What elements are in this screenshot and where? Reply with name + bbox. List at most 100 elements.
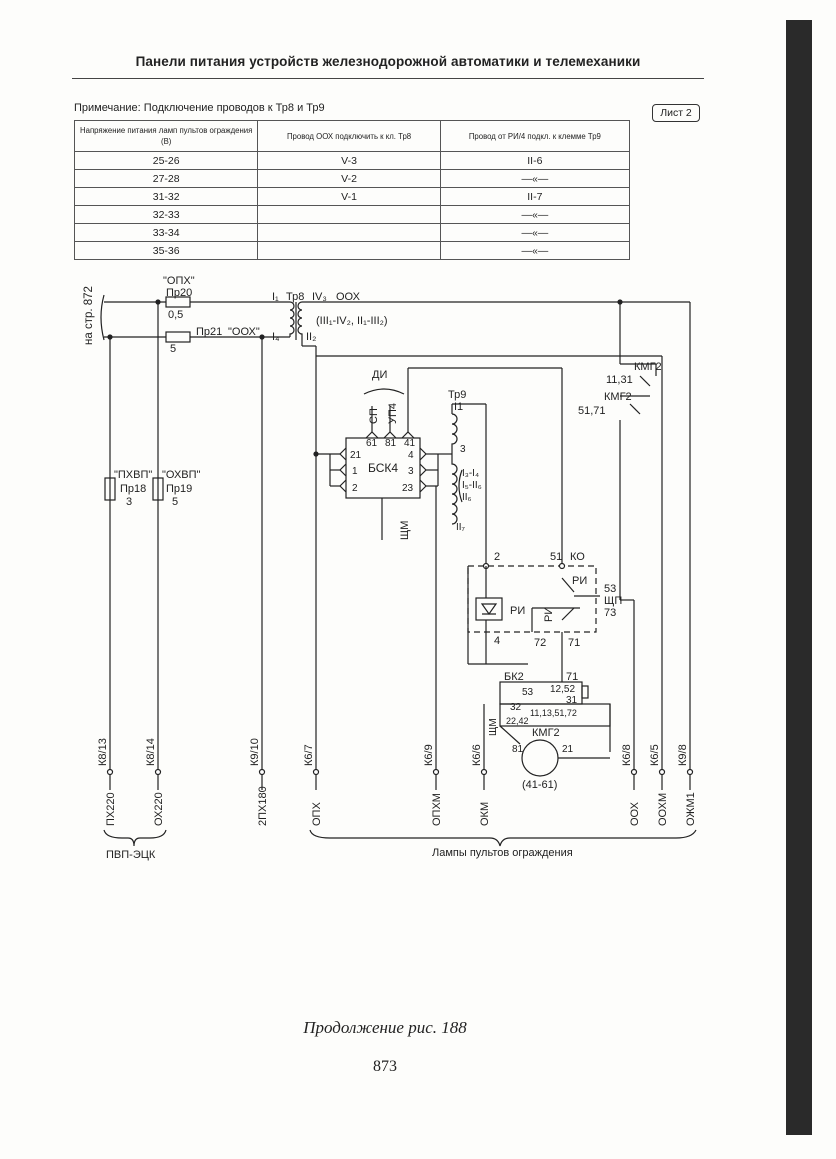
table-cell — [257, 241, 441, 260]
bsk4-label: БСК4 — [368, 461, 398, 475]
table-note: Примечание: Подключение проводов к Тр8 и… — [74, 102, 325, 114]
bsk4-terminal: 4 — [408, 450, 414, 461]
ri-label: РИ — [510, 605, 525, 617]
fuse-pr18-label: Пр18 — [120, 483, 146, 495]
shm-label-2: ЩМ — [488, 718, 499, 736]
bk2-31: 31 — [566, 695, 578, 706]
junction — [259, 334, 265, 340]
junction — [313, 451, 319, 457]
kmg2-contact-2: 51,71 — [578, 405, 606, 417]
table-cell: II-6 — [439, 151, 631, 170]
tr9-label: Тр9 — [448, 389, 466, 401]
clamp-label: К6/9 — [423, 744, 435, 766]
tr8-ii2: II₂ — [306, 331, 316, 343]
tr9-tap: I₅-II₆ — [462, 480, 482, 491]
tr8-i4: I₄ — [272, 331, 280, 343]
table-cell: —«— — [439, 241, 631, 260]
terminal-marker — [339, 447, 347, 493]
source-ref-label: на стр. 872 — [83, 286, 95, 345]
tr9-coil — [451, 413, 458, 525]
fuse-oxvp-label: "ОХВП" — [162, 469, 201, 481]
header-rule — [72, 78, 704, 79]
bsk4-terminal: 23 — [402, 483, 414, 494]
bk2-multi: 11,13,51,72 — [530, 708, 577, 718]
bsk4-terminal: 1 — [352, 466, 358, 477]
tr9-tap-3: 3 — [460, 444, 466, 455]
tr8-secondary-coil — [297, 301, 303, 346]
bsk4-terminal: 41 — [404, 438, 416, 449]
bk2-32: 32 — [510, 702, 522, 713]
clamp-label: К8/13 — [97, 738, 109, 766]
fuse-pr21-rating: 5 — [170, 343, 176, 355]
bsk4-terminal: 2 — [352, 483, 358, 494]
tr9-ii7: II₇ — [456, 522, 466, 533]
bsk4-terminal: 3 — [408, 466, 414, 477]
junction — [617, 299, 623, 305]
fuse-pr19-label: Пр19 — [166, 483, 192, 495]
bk2-1252: 12,52 — [550, 684, 575, 695]
output-label: 2ПХ180 — [257, 786, 269, 826]
bsk4-terminal: 21 — [350, 450, 362, 461]
output-label: ООХ — [629, 801, 641, 826]
output-label: ПХ220 — [105, 792, 117, 826]
ko-label: КО — [570, 551, 585, 563]
shp-label: ЩП — [604, 595, 622, 607]
connection-table: Напряжение питания ламп пультов огражден… — [73, 120, 631, 260]
output-label: ОХ220 — [153, 792, 165, 826]
group-brace-left — [103, 829, 167, 847]
clamp-label: К8/14 — [145, 738, 157, 766]
ri-73: 73 — [604, 607, 616, 619]
tr9-tap: I₃-I₄ — [462, 468, 479, 479]
terminal-marker — [419, 447, 427, 493]
ko-51: 51 — [550, 551, 562, 563]
junction — [558, 562, 566, 570]
group-brace-right — [309, 829, 697, 847]
clamp-label: К6/7 — [303, 744, 315, 766]
tr8-i1: I₁ — [272, 291, 279, 303]
scan-edge-shadow — [786, 20, 812, 1135]
table-row: 35-36 —«— — [73, 241, 631, 260]
shm-label: ЩМ — [399, 521, 411, 540]
ri-71: 71 — [568, 637, 580, 649]
motor-subtitle: (41-61) — [522, 779, 557, 791]
fuse-pr18 — [104, 477, 116, 501]
fuse-pr19 — [152, 477, 164, 501]
output-label: ОПХ — [311, 802, 323, 826]
input-brace — [100, 294, 105, 341]
clamp-label: К6/8 — [621, 744, 633, 766]
column-header: Напряжение питания ламп пультов огражден… — [73, 120, 259, 152]
table-header-row: Напряжение питания ламп пультов огражден… — [73, 120, 631, 152]
clamp-label: К9/8 — [677, 744, 689, 766]
ri-72: 72 — [534, 637, 546, 649]
node-2: 2 — [494, 551, 500, 563]
bsk4-terminal: 61 — [366, 438, 378, 449]
ri-contact-label-2: РИ — [543, 607, 555, 622]
tr8-label: Тр8 — [286, 291, 304, 303]
kmg2-label-2: КМГ2 — [604, 391, 632, 403]
clamp-label: К6/6 — [471, 744, 483, 766]
output-label: ОЖМ1 — [685, 792, 697, 826]
output-label: ОКМ — [479, 802, 491, 826]
tr8-bridge: (III₁-IV₂, II₁-III₂) — [316, 315, 388, 327]
fuse-pr20-label: Пр20 — [166, 287, 192, 299]
tr9-tap-brace — [458, 469, 463, 503]
bk2-link — [581, 685, 589, 699]
tr9-i1: I1 — [454, 401, 463, 413]
output-label: ОПХМ — [431, 793, 443, 826]
junction — [155, 299, 161, 305]
fuse-pr21 — [165, 331, 191, 343]
fuse-pr18-rating: 3 — [126, 496, 132, 508]
group-left-label: ПВП-ЭЦК — [106, 849, 156, 861]
di-label: ДИ — [372, 369, 387, 381]
terminal-marker — [365, 431, 415, 439]
tr8-oox: ООХ — [336, 291, 361, 303]
ri-contact-switch — [561, 607, 575, 621]
sheet-tag: Лист 2 — [652, 104, 700, 122]
ri-contact-switch — [561, 577, 575, 593]
tr8-iv3: IV₃ — [312, 291, 327, 303]
terminal-drops — [109, 775, 691, 790]
bk2-2242: 22,42 — [506, 716, 529, 726]
fuse-pr21-label: Пр21 — [196, 326, 222, 338]
table-cell: 35-36 — [73, 241, 259, 260]
fuse-ops-label: "ОПХ" — [163, 275, 195, 287]
